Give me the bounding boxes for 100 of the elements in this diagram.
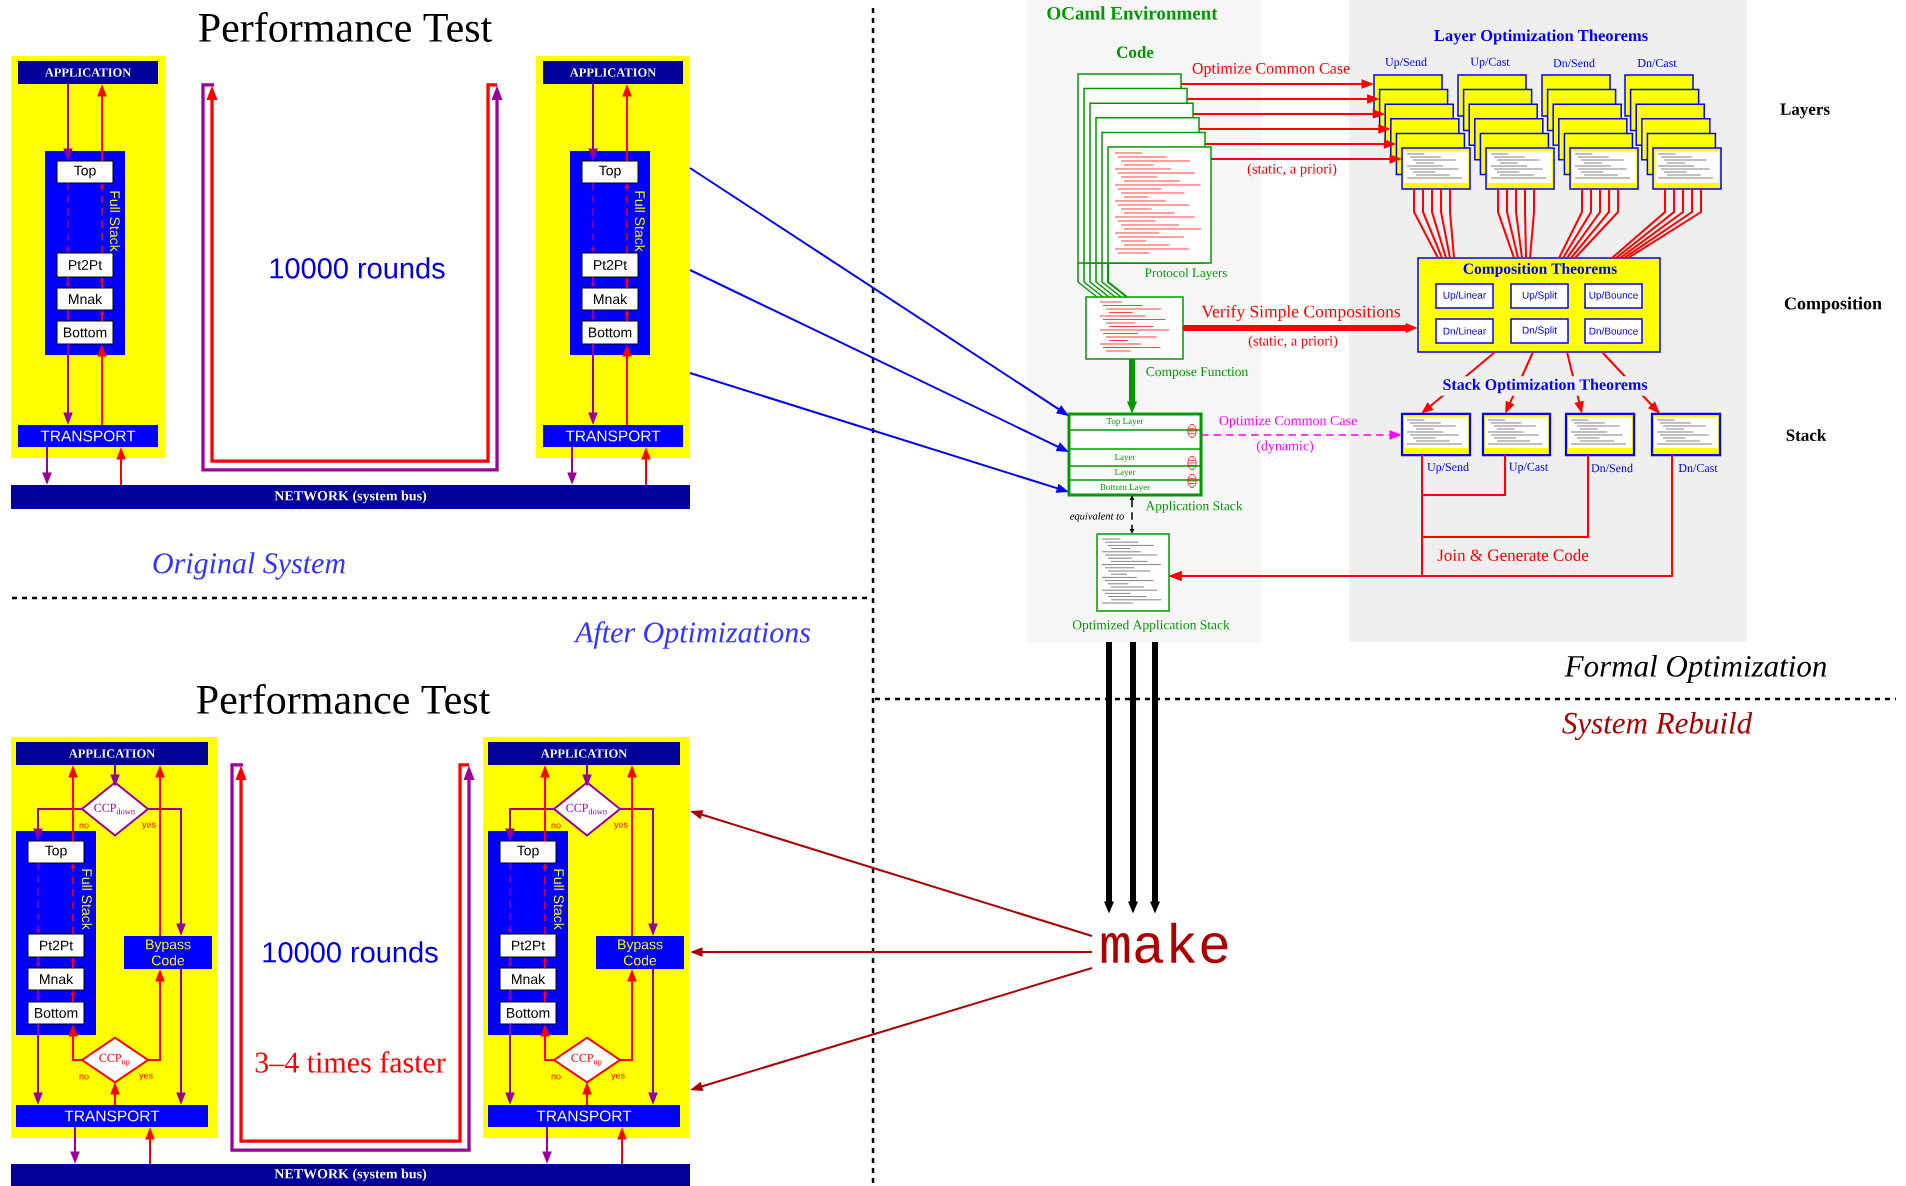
transport-bar: TRANSPORT: [18, 425, 158, 447]
arrow: [542, 990, 548, 1003]
theorem-box: Dn/Linear: [1435, 318, 1494, 344]
arrow: [1129, 495, 1135, 534]
connector-line: [1497, 188, 1535, 259]
node-label: Dn/Cast: [1637, 58, 1677, 68]
theorem-box: Up/Split: [1510, 283, 1569, 309]
arrow: [65, 276, 71, 288]
theorem-box: Up/Linear: [1435, 283, 1494, 309]
layer-box: Top: [581, 160, 639, 184]
annotation-text: 3–4 times faster: [255, 1051, 446, 1073]
arrow: [99, 310, 105, 322]
node-label: Optimized Application Stack: [1072, 619, 1230, 633]
arrow: [507, 956, 513, 968]
application-bar: APPLICATION: [488, 742, 680, 765]
arrow: [35, 989, 41, 1002]
transport-bar: TRANSPORT: [16, 1105, 208, 1127]
title-text: Performance Test: [199, 12, 493, 42]
layer-box: Top: [56, 160, 114, 184]
layer-box: Pt2Pt: [499, 933, 557, 958]
bypass-box: Bypass Code: [596, 936, 684, 969]
layer-box: Bottom: [56, 320, 114, 345]
theorem-card: Dn/Cast: [1650, 412, 1722, 473]
theorem-card: Up/Send: [1400, 412, 1472, 474]
command-text: make: [1101, 922, 1228, 964]
theorem-card: Dn/Send: [1564, 412, 1636, 473]
caption-text: After Optimizations: [573, 621, 811, 649]
layer-box: Mnak: [56, 287, 114, 311]
title-text: Performance Test: [197, 684, 491, 714]
node-label: Dn/Cast: [1678, 463, 1718, 473]
caption-text: Formal Optimization: [1564, 654, 1827, 684]
node-label: Up/Send: [1427, 462, 1469, 474]
arrow: [507, 989, 513, 1002]
caption-text: Original System: [153, 552, 345, 580]
transport-bar: TRANSPORT: [488, 1105, 680, 1127]
arrow: [70, 957, 76, 969]
row-label: Composition: [1784, 296, 1882, 314]
code-page: Optimized Application Stack: [1072, 533, 1230, 633]
arrow: [35, 862, 41, 934]
layer-box: Pt2Pt: [56, 252, 114, 278]
annotation-text: Join & Generate Code: [1437, 549, 1589, 561]
layer-box: Mnak: [581, 287, 639, 311]
theorem-card: Up/Cast: [1481, 412, 1552, 474]
theorem-box: Dn/Bounce: [1584, 318, 1643, 344]
layer-box: Bottom: [581, 320, 639, 345]
theorem-box: Dn/Split: [1510, 318, 1569, 344]
node-label: Compose Function: [1146, 367, 1249, 379]
row-label: Stack: [1786, 429, 1827, 441]
arrow: [65, 182, 71, 253]
arrow: [624, 277, 630, 289]
layer-box: Top: [499, 840, 557, 864]
arrow: [70, 863, 76, 935]
connector-line: [1413, 188, 1455, 259]
arrow: [624, 310, 630, 322]
network-bus: NETWORK (system bus): [11, 1164, 690, 1186]
arrow: [542, 957, 548, 969]
connector-line: [1558, 188, 1619, 259]
node-label: Code: [1116, 46, 1154, 58]
layer-box: Top: [27, 840, 85, 864]
layer-box: Bottom: [27, 1001, 85, 1025]
arrow: [507, 862, 513, 934]
application-bar: APPLICATION: [16, 742, 208, 765]
layer-box: Mnak: [499, 967, 557, 991]
annotation-text: (dynamic): [1256, 440, 1314, 454]
theorem-box: Up/Bounce: [1584, 283, 1643, 309]
arrow: [542, 863, 548, 935]
annotation-text: 10000 rounds: [270, 257, 445, 279]
node-label: Protocol Layers: [1145, 268, 1227, 280]
arrow: [590, 309, 596, 321]
edge-label: equivalent to: [1070, 512, 1124, 522]
node-label: Dn/Send: [1553, 58, 1595, 68]
arrow: [35, 956, 41, 968]
arrow: [99, 277, 105, 289]
application-bar: APPLICATION: [543, 61, 683, 84]
annotation-text: (static, a priori): [1247, 163, 1337, 177]
annotation-text: 10000 rounds: [263, 941, 438, 963]
arrow: [624, 183, 630, 254]
arrow: [590, 276, 596, 288]
node-label: Up/Send: [1385, 57, 1427, 69]
application-bar: APPLICATION: [18, 61, 158, 84]
arrow: [590, 182, 596, 253]
node-label: Dn/Send: [1591, 463, 1633, 473]
edge-label: Verify Simple Compositions: [1201, 304, 1401, 322]
transport-bar: TRANSPORT: [543, 425, 683, 447]
row-label: Layers: [1780, 103, 1830, 119]
layer-box: Mnak: [27, 967, 85, 991]
network-bus: NETWORK (system bus): [11, 485, 690, 509]
caption-text: System Rebuild: [1562, 711, 1753, 741]
annotation-text: (static, a priori): [1248, 335, 1338, 349]
node-label: Up/Cast: [1509, 462, 1549, 474]
heading-text: Stack Optimization Theorems: [1440, 376, 1651, 396]
connector-line: [1107, 262, 1128, 298]
bypass-box: Bypass Code: [124, 936, 212, 969]
edge-label: Optimize Common Case: [1192, 63, 1350, 77]
connector-line: [1611, 188, 1702, 259]
edge-label: Optimize Common Case: [1219, 415, 1357, 429]
arrow: [99, 183, 105, 254]
arrow: [70, 990, 76, 1003]
heading-text: Layer Optimization Theorems: [1434, 29, 1648, 45]
node-label: Up/Cast: [1470, 57, 1510, 69]
